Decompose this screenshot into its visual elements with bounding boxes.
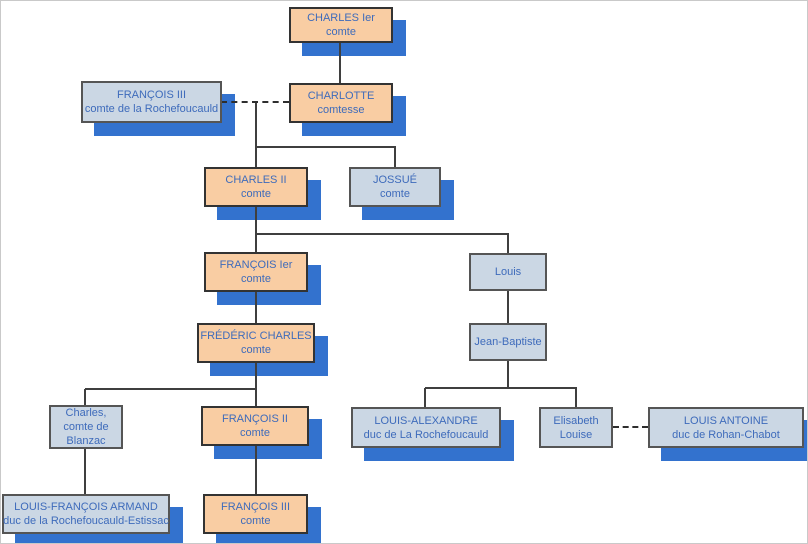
node-francois-2[interactable]: FRANÇOIS II comte (201, 406, 309, 446)
node-label-line: LOUIS-ALEXANDRE (374, 414, 478, 427)
edge-francois2-to-francois3 (255, 446, 257, 494)
edge-blanzac-to-armand (84, 449, 86, 494)
node-label-line: comte (241, 273, 271, 285)
node-label-line: FRANÇOIS II (221, 413, 288, 425)
node-label-line: comte (241, 344, 271, 356)
node-jossue[interactable]: JOSSUÉ comte (349, 167, 441, 207)
node-label-line: Elisabeth (553, 414, 599, 427)
node-louis[interactable]: Louis (469, 253, 547, 291)
node-label-line: comtesse (317, 104, 365, 116)
node-label-line: Jean-Baptiste (474, 336, 542, 348)
edge-drop-to-jossue (394, 147, 396, 167)
node-label-line: LOUIS-FRANÇOIS ARMAND (14, 501, 158, 513)
node-label-line: LOUIS ANTOINE (683, 414, 769, 427)
node-label-line: comte (240, 515, 271, 527)
edge-drop-to-elisabeth (575, 388, 577, 407)
node-label-line: FRANÇOIS III (220, 501, 291, 513)
node-charles-blanzac[interactable]: Charles, comte de Blanzac (49, 405, 123, 449)
node-label-line: CHARLES II (225, 174, 287, 186)
node-label-line: Louis (494, 266, 522, 278)
node-label-line: comte (241, 188, 271, 200)
node-frederic-charles[interactable]: FRÉDÉRIC CHARLES comte (197, 323, 315, 363)
node-charles-2[interactable]: CHARLES II comte (204, 167, 308, 207)
node-label-line: comte de (63, 421, 109, 433)
node-label-line: comte de la Rochefoucauld (84, 103, 219, 115)
node-label-line: Charles, (65, 407, 107, 419)
edge-drop-to-blanzac (84, 389, 86, 405)
node-label-line: FRANÇOIS Ier (219, 259, 293, 271)
edge-marriage-elisabeth-louisantoine (613, 426, 648, 428)
edge-gen2-sibling-bar (255, 146, 396, 148)
node-louis-francois-armand[interactable]: LOUIS-FRANÇOIS ARMAND duc de la Rochefouc… (2, 494, 170, 534)
node-label-line: CHARLES Ier (307, 12, 375, 24)
edge-charles1er-to-charlotte (339, 43, 341, 83)
edge-marriage-francois3-charlotte (221, 101, 289, 103)
node-jean-baptiste[interactable]: Jean-Baptiste (469, 323, 547, 361)
edge-gen5-left-sibling-bar (85, 388, 257, 390)
node-label-line: FRANÇOIS III (116, 89, 187, 101)
node-francois-3[interactable]: FRANÇOIS III comte (203, 494, 308, 534)
node-label-line: Blanzac (66, 435, 106, 447)
edge-drop-to-louis-alexandre (424, 388, 426, 407)
node-label-line: comte (240, 427, 270, 439)
node-francois-3-rochefoucauld[interactable]: FRANÇOIS III comte de la Rochefoucauld (81, 81, 222, 123)
node-label-line: FRÉDÉRIC CHARLES (200, 330, 312, 342)
node-charlotte[interactable]: CHARLOTTE comtesse (289, 83, 393, 123)
node-label-line: JOSSUÉ (372, 174, 417, 186)
node-francois-1er[interactable]: FRANÇOIS Ier comte (204, 252, 308, 292)
edge-charles2-to-francois1er (255, 207, 257, 252)
node-label-line: duc de La Rochefoucauld (363, 428, 489, 441)
node-label-line: Louise (559, 428, 593, 441)
edge-frederic-to-francois2 (255, 363, 257, 406)
node-label-line: CHARLOTTE (307, 90, 375, 102)
edge-jeanbaptiste-junction (507, 361, 509, 388)
edge-drop-to-louis (507, 234, 509, 253)
node-charles-1er[interactable]: CHARLES Ier comte (289, 7, 393, 43)
edge-gen3-sibling-bar (255, 233, 509, 235)
node-label-line: duc de la Rochefoucauld-Estissac (3, 515, 169, 527)
edge-francois1er-to-frederic (255, 292, 257, 323)
node-label-line: comte (380, 188, 410, 200)
node-label-line: duc de Rohan-Chabot (672, 428, 780, 441)
node-label-line: comte (326, 26, 356, 38)
edge-louis-to-jeanbaptiste (507, 291, 509, 323)
edge-marriage-drop-to-charles2 (255, 103, 257, 167)
edge-gen5-right-sibling-bar (425, 387, 577, 389)
